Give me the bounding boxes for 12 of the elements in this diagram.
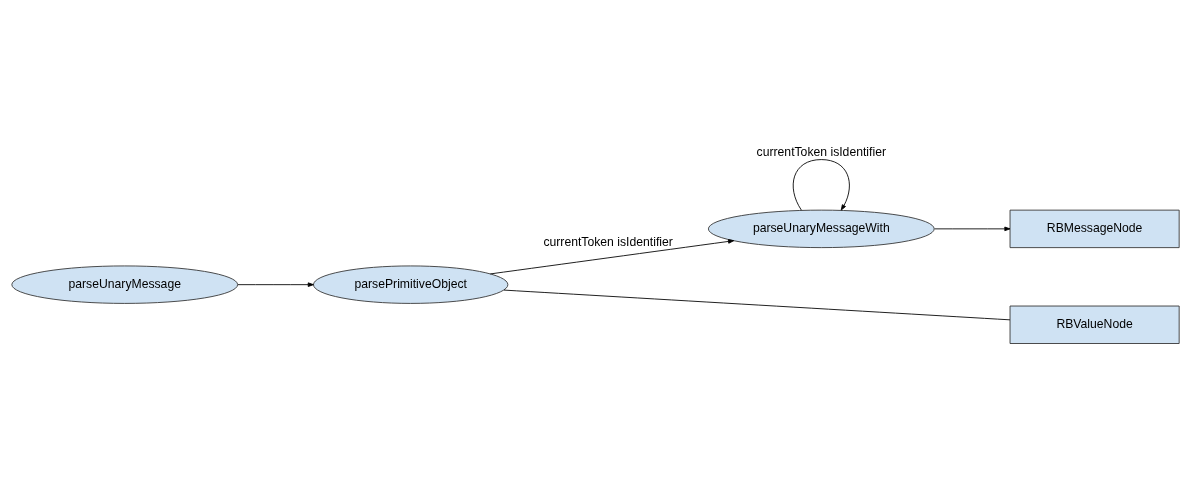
node-ellipse: parseUnaryMessageWith: [707, 209, 935, 248]
connector: [503, 289, 1011, 320]
arrow: [934, 226, 1011, 231]
arrow: [792, 158, 850, 210]
arrow: [489, 238, 735, 274]
node-box: RBValueNode: [1009, 305, 1180, 344]
edge-label: currentToken isIdentifier: [543, 234, 673, 249]
arrow: [237, 281, 314, 287]
edge-label: currentToken isIdentifier: [756, 144, 886, 159]
node-box: RBMessageNode: [1009, 209, 1180, 248]
node-ellipse: parsePrimitiveObject: [313, 265, 509, 304]
node-ellipse: parseUnaryMessage: [11, 265, 239, 304]
